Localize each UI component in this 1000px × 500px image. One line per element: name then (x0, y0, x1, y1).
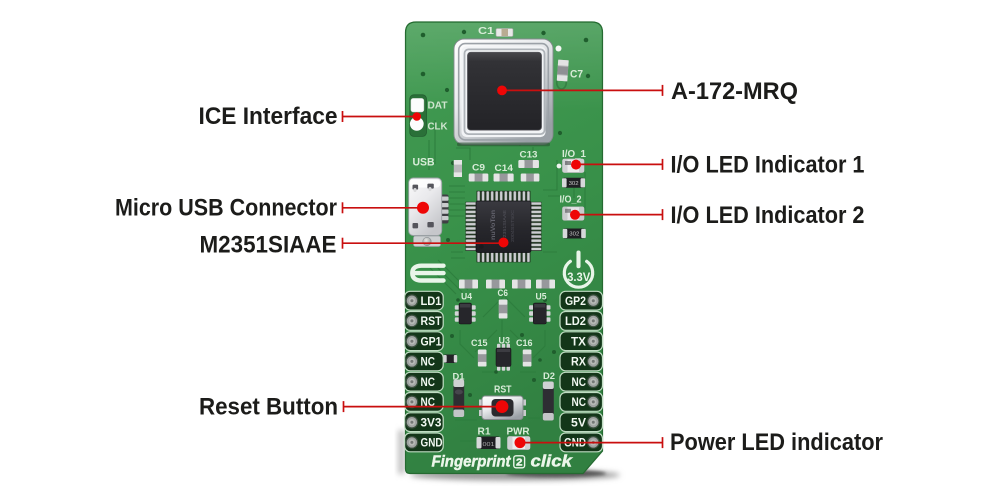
svg-text:RX: RX (571, 357, 586, 369)
svg-text:I/O LED Indicator 2: I/O LED Indicator 2 (671, 202, 865, 229)
svg-text:Micro USB Connector: Micro USB Connector (115, 195, 337, 222)
svg-text:NC: NC (572, 377, 587, 389)
svg-text:I/O_2: I/O_2 (560, 195, 582, 206)
svg-text:C16: C16 (516, 338, 533, 349)
svg-text:D1: D1 (453, 371, 466, 382)
svg-text:RST: RST (421, 316, 442, 328)
svg-text:LD2: LD2 (565, 316, 586, 328)
svg-text:R1: R1 (478, 427, 491, 438)
svg-text:Reset Button: Reset Button (199, 394, 338, 421)
svg-text:GND: GND (421, 438, 443, 450)
svg-text:2: 2 (516, 457, 523, 469)
svg-text:DAT: DAT (428, 101, 448, 112)
svg-text:U4: U4 (461, 291, 473, 302)
svg-text:NC: NC (572, 397, 587, 409)
svg-text:M2351SIAAE: M2351SIAAE (502, 210, 507, 242)
svg-text:302: 302 (569, 232, 579, 238)
svg-text:USB: USB (413, 157, 435, 169)
svg-text:M2351SIAAE: M2351SIAAE (200, 232, 337, 259)
svg-text:Power LED indicator: Power LED indicator (670, 429, 883, 456)
svg-text:nuVoTon: nuVoTon (490, 210, 497, 240)
svg-text:5V: 5V (571, 417, 586, 429)
svg-text:302: 302 (569, 181, 579, 187)
svg-text:A-172-MRQ: A-172-MRQ (671, 78, 798, 105)
svg-text:RST: RST (494, 385, 512, 396)
svg-text:I/O_1: I/O_1 (562, 149, 586, 160)
svg-text:C7: C7 (570, 69, 583, 81)
svg-text:CLK: CLK (428, 122, 449, 133)
svg-text:C6: C6 (498, 288, 509, 299)
svg-text:NC: NC (421, 377, 436, 389)
svg-text:C14: C14 (495, 163, 514, 174)
svg-text:001: 001 (483, 442, 495, 448)
svg-text:C15: C15 (471, 338, 488, 349)
svg-text:C1: C1 (478, 26, 495, 37)
svg-text:NC: NC (421, 357, 436, 369)
svg-text:Fingerprint: Fingerprint (432, 454, 512, 471)
svg-text:LD1: LD1 (421, 296, 443, 308)
svg-text:I/O LED Indicator 1: I/O LED Indicator 1 (671, 151, 865, 178)
svg-text:GP2: GP2 (565, 296, 586, 308)
svg-text:U3: U3 (499, 335, 511, 346)
svg-text:C9: C9 (472, 162, 485, 173)
svg-text:3.3V: 3.3V (567, 272, 590, 284)
svg-text:ICE Interface: ICE Interface (199, 103, 338, 130)
svg-text:2004SST50C: 2004SST50C (510, 209, 515, 242)
svg-text:U5: U5 (536, 291, 548, 302)
svg-text:PWR: PWR (507, 427, 531, 438)
svg-text:TX: TX (571, 336, 586, 348)
svg-text:D2: D2 (543, 371, 555, 382)
svg-text:click: click (531, 452, 574, 471)
svg-text:3V3: 3V3 (421, 417, 442, 429)
svg-text:C13: C13 (520, 149, 538, 160)
svg-text:GND: GND (564, 438, 586, 450)
svg-text:GP1: GP1 (421, 336, 443, 348)
